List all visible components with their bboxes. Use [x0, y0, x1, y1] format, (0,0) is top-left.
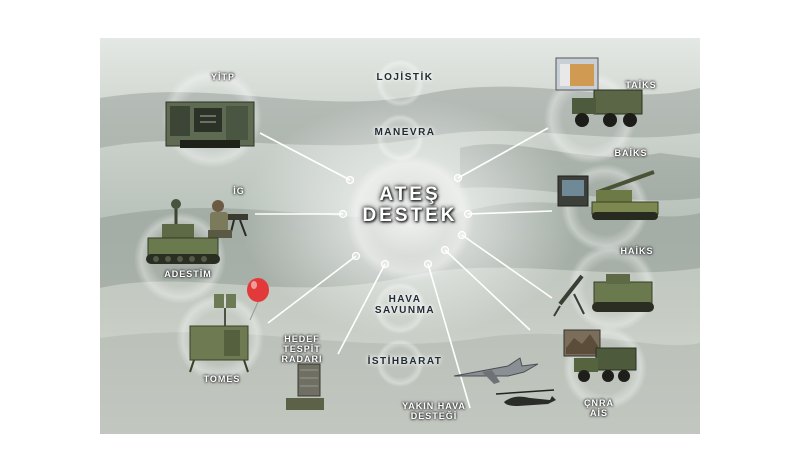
- tomes-station-image: [189, 278, 269, 373]
- hedef-radar-image: [286, 363, 324, 410]
- label-haiks: HAİKS: [620, 246, 654, 256]
- taiks-truck-image: [555, 57, 643, 127]
- terrain-background: [100, 59, 700, 434]
- label-hedef-tespit-radari: HEDEF TESPİT RADARI: [274, 334, 330, 364]
- diagram-canvas: ATEŞ DESTEK LOJİSTİK MANEVRA HAVA SAVUNM…: [100, 38, 700, 434]
- ig-soldier-image: [208, 200, 248, 238]
- label-hedef-line3: RADARI: [281, 354, 323, 364]
- label-cnra-ais: ÇNRA AİS: [574, 398, 624, 418]
- label-adestim: ADESTİM: [164, 269, 212, 279]
- center-title-line2: DESTEK: [362, 205, 458, 226]
- label-tomes: TOMES: [203, 374, 241, 384]
- category-hava-savunma: HAVA SAVUNMA: [355, 294, 455, 316]
- category-manevra: MANEVRA: [374, 127, 436, 138]
- label-yakin-line1: YAKIN HAVA: [402, 401, 466, 411]
- label-yakin-hava-destegi: YAKIN HAVA DESTEĞİ: [396, 401, 472, 421]
- yitp-shelter-image: [165, 101, 255, 148]
- label-taiks: TAİKS: [625, 80, 657, 90]
- label-cnra-line1: ÇNRA: [584, 398, 614, 408]
- center-title: ATEŞ DESTEK: [340, 184, 480, 226]
- label-baiks: BAİKS: [614, 148, 648, 158]
- center-title-line1: ATEŞ: [379, 184, 441, 205]
- cnra-ais-image: [563, 329, 637, 382]
- label-cnra-line2: AİS: [589, 408, 608, 418]
- label-yakin-line2: DESTEĞİ: [410, 411, 458, 421]
- yakin-hava-destegi-image: [453, 357, 556, 406]
- label-hedef-line2: TESPİT: [283, 344, 321, 354]
- category-lojistik: LOJİSTİK: [376, 72, 434, 83]
- label-ig: İG: [233, 186, 245, 196]
- adestim-vehicle-image: [146, 199, 220, 264]
- category-istihbarat: İSTİHBARAT: [367, 356, 443, 367]
- category-hava-savunma-line1: HAVA: [388, 294, 422, 305]
- label-hedef-line1: HEDEF: [284, 334, 320, 344]
- category-hava-savunma-line2: SAVUNMA: [374, 305, 436, 316]
- haiks-system-image: [553, 274, 654, 317]
- connector-lines: [255, 127, 553, 409]
- baiks-howitzer-image: [557, 170, 659, 220]
- label-yitp: YİTP: [210, 72, 235, 82]
